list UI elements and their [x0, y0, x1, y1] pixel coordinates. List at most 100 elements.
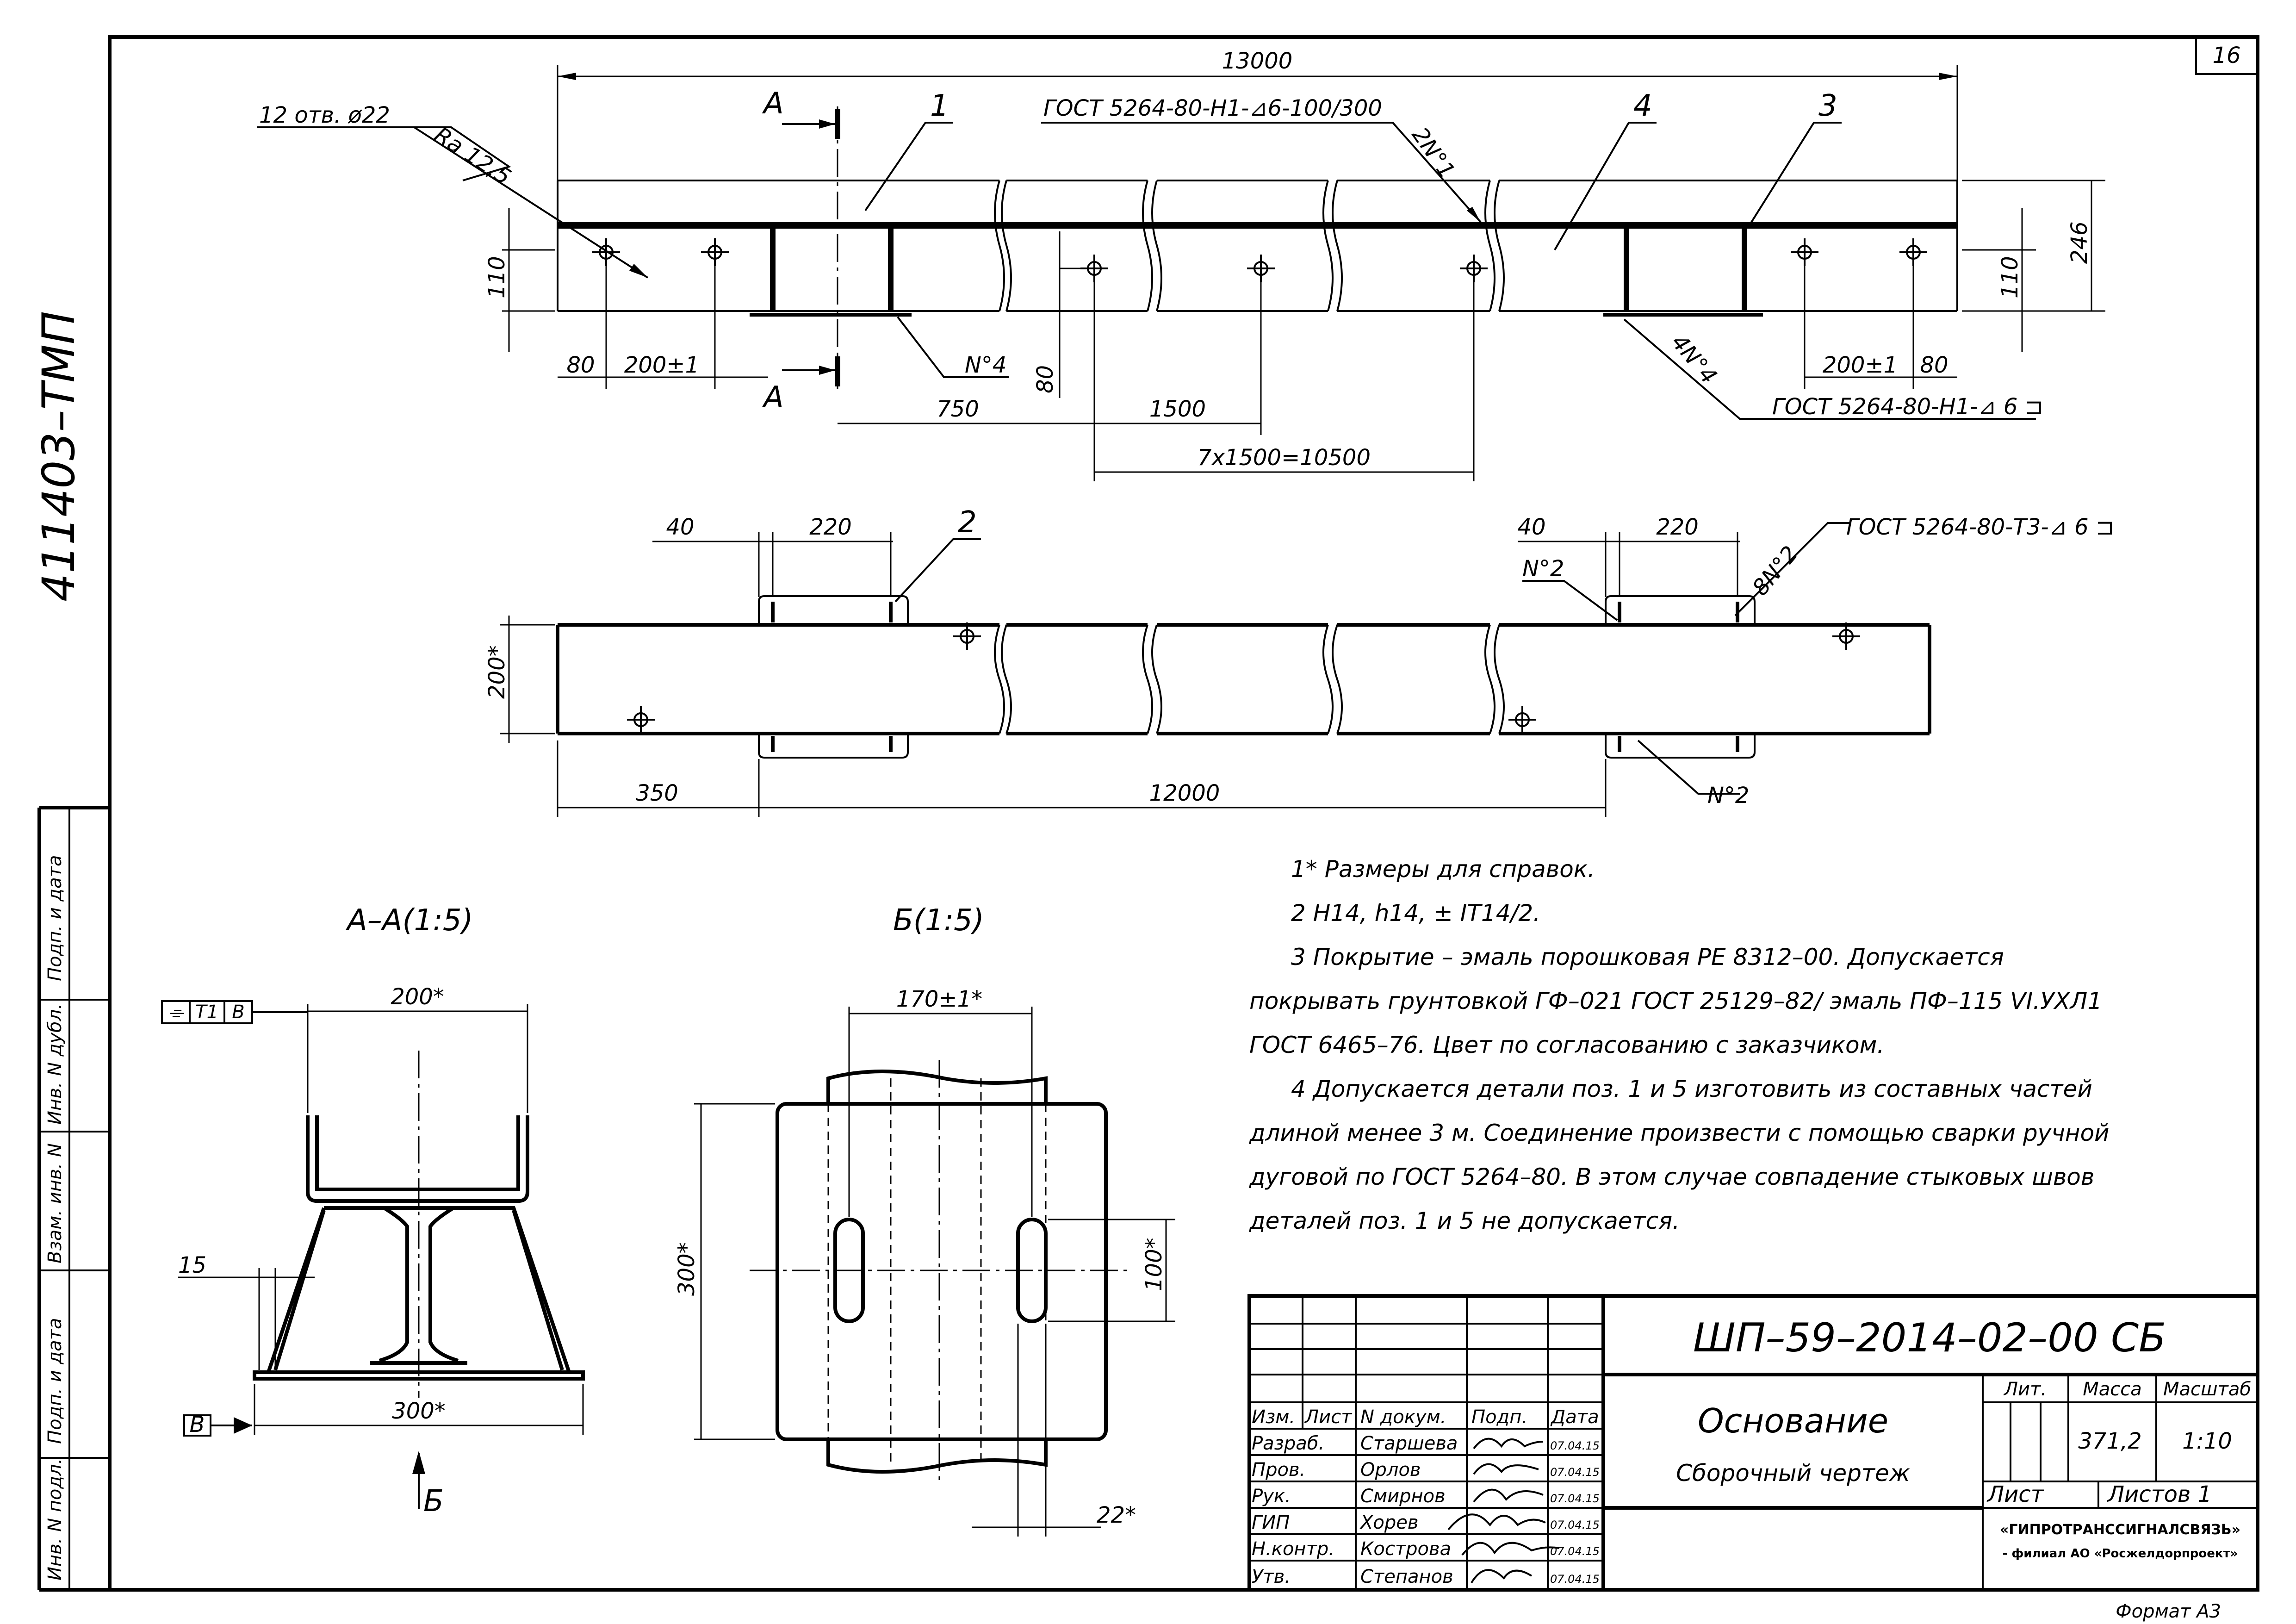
- tol-value: Т1: [195, 1002, 218, 1023]
- section-letter-bottom: А: [762, 380, 784, 415]
- dim-200-plan: 200*: [484, 645, 510, 699]
- header-n-dokum: N докум.: [1360, 1406, 1446, 1428]
- header-list: Лист: [1304, 1406, 1353, 1428]
- person-razrab: Старшева: [1360, 1433, 1458, 1454]
- dim-15: 15: [178, 1252, 206, 1278]
- date-utv: 07.04.15: [1550, 1573, 1600, 1586]
- mass-value: 371,2: [2078, 1428, 2141, 1454]
- format-label: Формат А3: [2116, 1601, 2221, 1622]
- pos-label-3: 3: [1818, 89, 1837, 123]
- plan-view: [500, 522, 1931, 817]
- dim-200-section: 200*: [391, 984, 444, 1010]
- section-aa-title: А–А(1:5): [345, 903, 473, 938]
- date-prov: 07.04.15: [1550, 1466, 1600, 1479]
- dim-220-left: 220: [809, 514, 852, 540]
- dim-300-section: 300*: [392, 1398, 446, 1424]
- dim-246: 246: [2066, 221, 2092, 264]
- dim-200-left: 200±1: [624, 352, 699, 378]
- holes-note: 12 отв. ø22: [259, 102, 390, 128]
- pos-label-1: 1: [930, 89, 949, 123]
- mass-label: Масса: [2083, 1379, 2142, 1400]
- person-nkontr: Кострова: [1360, 1538, 1451, 1560]
- title-block: [1247, 1294, 2259, 1592]
- dim-750: 750: [937, 396, 979, 422]
- stamp-podp-data-1: Подп. и дата: [44, 1318, 66, 1444]
- role-ruk: Рук.: [1252, 1486, 1291, 1507]
- note-line-5: ГОСТ 6465–76. Цвет по согласованию с зак…: [1249, 1032, 1884, 1058]
- section-aa: [161, 1000, 585, 1509]
- weld-note-plan: ГОСТ 5264-80-Т3-⊿ 6 ⊐: [1846, 514, 2114, 540]
- role-gip: ГИП: [1252, 1512, 1290, 1533]
- person-gip: Хорев: [1359, 1512, 1418, 1533]
- date-nkontr: 07.04.15: [1550, 1545, 1600, 1558]
- lit-label: Лит.: [2003, 1379, 2047, 1400]
- date-razrab: 07.04.15: [1550, 1439, 1600, 1452]
- sheets-label: Листов 1: [2107, 1481, 2212, 1507]
- dim-350: 350: [636, 780, 678, 806]
- role-nkontr: Н.контр.: [1252, 1538, 1334, 1560]
- dim-170: 170±1*: [896, 986, 982, 1012]
- role-prov: Пров.: [1252, 1459, 1305, 1481]
- weld-n2-bottom: N°2: [1707, 783, 1749, 809]
- holes-plan: [627, 622, 1860, 734]
- holes-elevation: [592, 238, 1927, 282]
- person-prov: Орлов: [1360, 1459, 1421, 1481]
- stamp-podp-data-2: Подп. и дата: [44, 855, 66, 981]
- sheet-label: Лист: [1986, 1481, 2045, 1507]
- note-line-2: 2 Н14, h14, ± IT14/2.: [1291, 900, 1540, 927]
- sheet-frame: [37, 35, 2259, 1592]
- dim-300-view-b: 300*: [674, 1242, 700, 1296]
- note-line-6: 4 Допускается детали поз. 1 и 5 изготови…: [1291, 1076, 2092, 1102]
- view-b: [694, 1007, 1175, 1537]
- technical-notes: 1* Размеры для справок. 2 Н14, h14, ± IT…: [1249, 856, 2110, 1234]
- elevation-view: [257, 65, 2105, 481]
- sheet-number: 16: [2212, 43, 2240, 68]
- person-utv: Степанов: [1360, 1566, 1453, 1587]
- weld-n2-top: N°2: [1522, 556, 1564, 582]
- doc-designation: ШП–59–2014–02–00 СБ: [1693, 1315, 2166, 1361]
- datum-letter: В: [190, 1412, 205, 1437]
- dim-chain-10500: 7x1500=10500: [1198, 445, 1371, 471]
- header-data: Дата: [1550, 1406, 1599, 1428]
- view-arrow-letter: Б: [423, 1484, 444, 1518]
- note-line-9: деталей поз. 1 и 5 не допускается.: [1249, 1207, 1680, 1234]
- weld-n4: N°4: [965, 352, 1006, 378]
- dim-110-left: 110: [484, 256, 510, 299]
- stamp-vzam-inv: Взам. инв. N: [44, 1143, 66, 1263]
- pos-label-4: 4: [1633, 89, 1652, 123]
- dim-220-right: 220: [1656, 514, 1699, 540]
- org-branch: - филиал АО «Росжелдорпроект»: [2003, 1547, 2238, 1561]
- note-line-3: 3 Покрытие – эмаль порошковая РЕ 8312–00…: [1291, 944, 2004, 971]
- tol-symbol: ⌯: [168, 1002, 185, 1023]
- tol-datum: В: [232, 1002, 244, 1023]
- view-b-title: Б(1:5): [893, 903, 984, 938]
- dim-100: 100*: [1141, 1238, 1167, 1291]
- note-line-8: дуговой по ГОСТ 5264–80. В этом случае с…: [1249, 1164, 2094, 1190]
- dim-22: 22*: [1097, 1502, 1136, 1528]
- roughness-note: Ra 12,5: [429, 122, 515, 190]
- weld-note-top: ГОСТ 5264-80-Н1-⊿6-100/300: [1043, 95, 1382, 121]
- dim-13000: 13000: [1222, 48, 1293, 74]
- scale-value: 1:10: [2182, 1428, 2232, 1454]
- dim-1500: 1500: [1149, 396, 1206, 422]
- person-ruk: Смирнов: [1360, 1486, 1446, 1507]
- archive-code: 411403–ТМП: [33, 311, 85, 602]
- dim-110-right: 110: [1997, 256, 2023, 299]
- scale-label: Масштаб: [2163, 1379, 2251, 1400]
- dim-80-vertical: 80: [1032, 365, 1058, 393]
- weld-8n2: 8N°2: [1747, 541, 1803, 601]
- org-name: «ГИПРОТРАНССИГНАЛСВЯЗЬ»: [2000, 1522, 2240, 1538]
- weld-2n1: 2N°1: [1407, 123, 1460, 183]
- section-letter-top: А: [762, 87, 784, 121]
- role-razrab: Разраб.: [1252, 1433, 1324, 1454]
- date-gip: 07.04.15: [1550, 1518, 1600, 1531]
- pos-label-2: 2: [958, 505, 977, 540]
- doc-name: Основание: [1698, 1401, 1888, 1440]
- dim-200-right: 200±1: [1823, 352, 1898, 378]
- signatures: [1447, 1437, 1560, 1584]
- note-line-7: длиной менее 3 м. Соединение произвести …: [1249, 1120, 2110, 1146]
- header-izm: Изм.: [1252, 1406, 1295, 1428]
- header-podp: Подп.: [1471, 1406, 1527, 1428]
- doc-type: Сборочный чертеж: [1676, 1460, 1910, 1487]
